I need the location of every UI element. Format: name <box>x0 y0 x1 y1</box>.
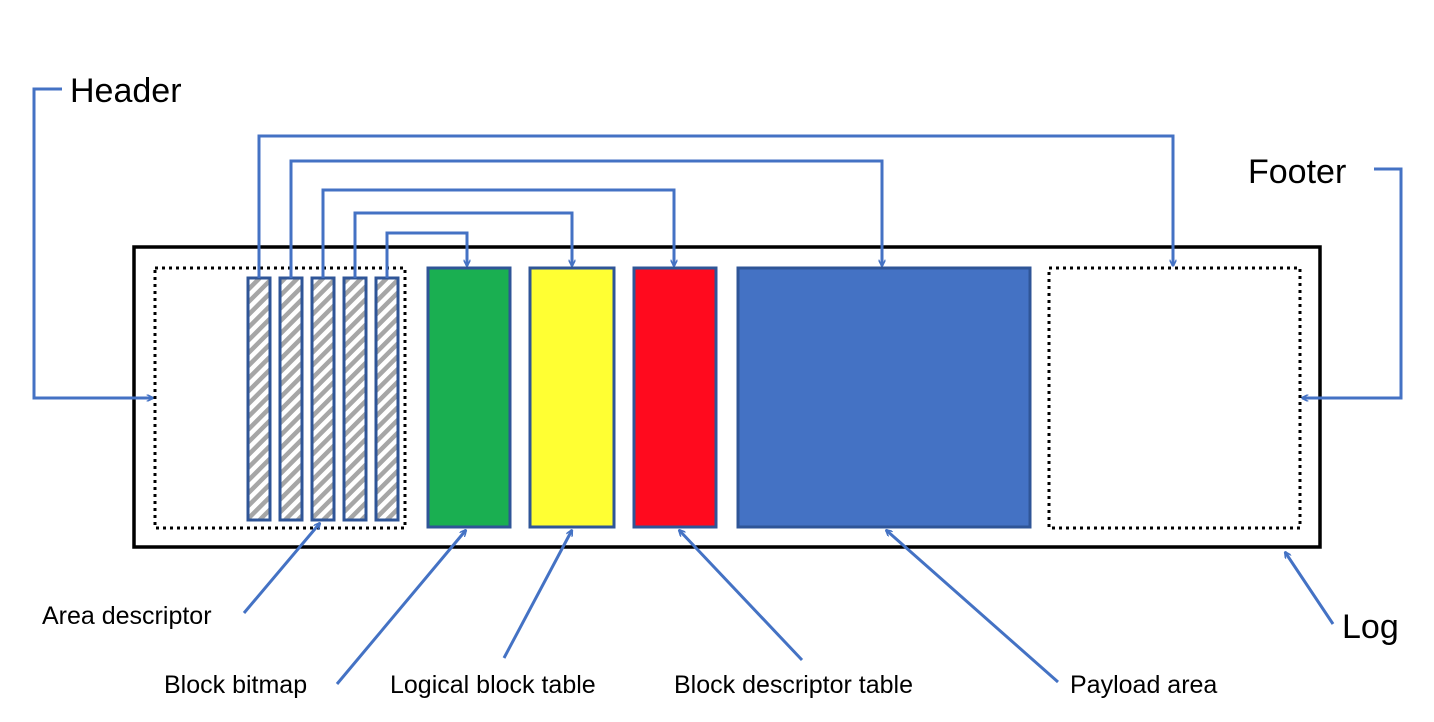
block-bitmap-arrow <box>335 530 466 685</box>
block-bitmap-box <box>426 266 512 529</box>
block-bitmap-label: Block bitmap <box>164 671 307 699</box>
footer-label: Footer <box>1248 153 1346 191</box>
header-region <box>153 266 407 530</box>
logical-block-table-arrow <box>502 530 574 659</box>
logical-block-table-box <box>528 266 616 529</box>
area-descriptor-arrow <box>242 523 320 614</box>
area-descriptor-strip-2 <box>278 276 304 522</box>
header-bracket-arrow <box>32 87 153 398</box>
area-descriptor-label: Area descriptor <box>42 602 212 630</box>
payload-area-arrow <box>886 530 1059 684</box>
log-label: Log <box>1342 608 1399 646</box>
connector-arrow-4 <box>289 159 882 278</box>
area-descriptor-strips <box>246 276 400 522</box>
area-descriptor-strip-3 <box>310 276 336 522</box>
connector-arrow-3 <box>321 188 674 278</box>
log-arrow <box>1285 552 1335 625</box>
payload-area-label: Payload area <box>1070 671 1217 699</box>
area-descriptor-strip-1 <box>246 276 272 522</box>
footer-bracket-arrow <box>1302 167 1403 398</box>
block-descriptor-table-arrow <box>679 530 804 662</box>
area-descriptor-strip-5 <box>374 276 400 522</box>
connector-arrow-5 <box>257 134 1173 278</box>
connector-arrow-2 <box>353 211 572 278</box>
block-descriptor-table-box <box>632 266 718 529</box>
header-label: Header <box>70 72 182 110</box>
logical-block-table-label: Logical block table <box>390 671 596 699</box>
connector-arrow-1 <box>385 231 467 278</box>
area-descriptor-strip-4 <box>342 276 368 522</box>
block-descriptor-table-label: Block descriptor table <box>674 671 913 699</box>
payload-area-box <box>736 266 1032 529</box>
footer-region <box>1047 266 1302 530</box>
